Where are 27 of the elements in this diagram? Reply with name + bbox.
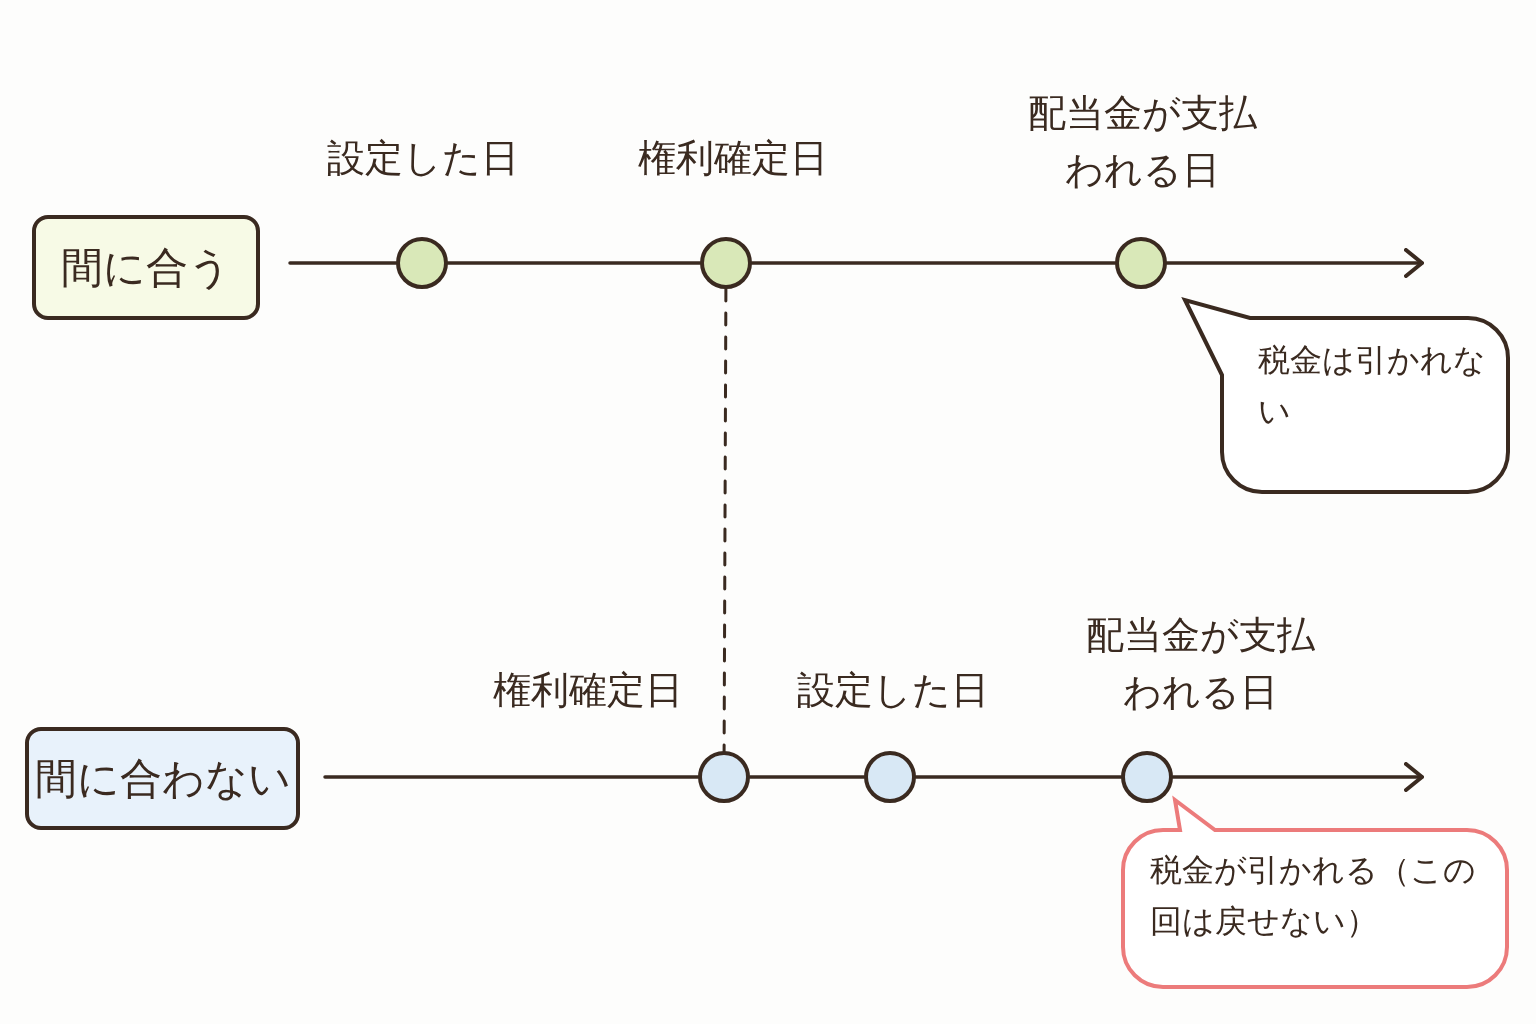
bubble-text: 税金が引かれる（この回は戻せない） — [1150, 850, 1477, 943]
timeline-arrow — [1165, 248, 1424, 278]
speech-bubble — [1120, 795, 1510, 992]
date-label: 配当金が支払われる日 — [1085, 612, 1315, 716]
timeline-dot — [1121, 751, 1173, 803]
timeline-line — [748, 775, 866, 779]
timeline-dot — [698, 751, 750, 803]
dashed-line — [722, 287, 728, 753]
timeline-arrow — [1171, 762, 1424, 792]
label-box: 間に合う — [32, 215, 260, 320]
timeline-line — [750, 261, 1117, 265]
timeline-dot — [700, 237, 752, 289]
timeline-dot — [1115, 237, 1167, 289]
timeline-dot — [864, 751, 916, 803]
date-label: 権利確定日 — [491, 667, 684, 714]
timeline-dot — [396, 237, 448, 289]
speech-bubble — [1180, 295, 1510, 495]
timeline-line — [323, 775, 700, 779]
date-label: 権利確定日 — [636, 135, 829, 182]
date-label: 設定した日 — [325, 135, 520, 182]
timeline-line — [288, 261, 398, 265]
bubble-text: 税金は引かれない — [1258, 340, 1487, 433]
date-label: 設定した日 — [795, 667, 990, 714]
timeline-line — [446, 261, 702, 265]
date-label: 配当金が支払われる日 — [1027, 90, 1258, 194]
label-box: 間に合わない — [25, 727, 300, 830]
timeline-line — [914, 775, 1123, 779]
